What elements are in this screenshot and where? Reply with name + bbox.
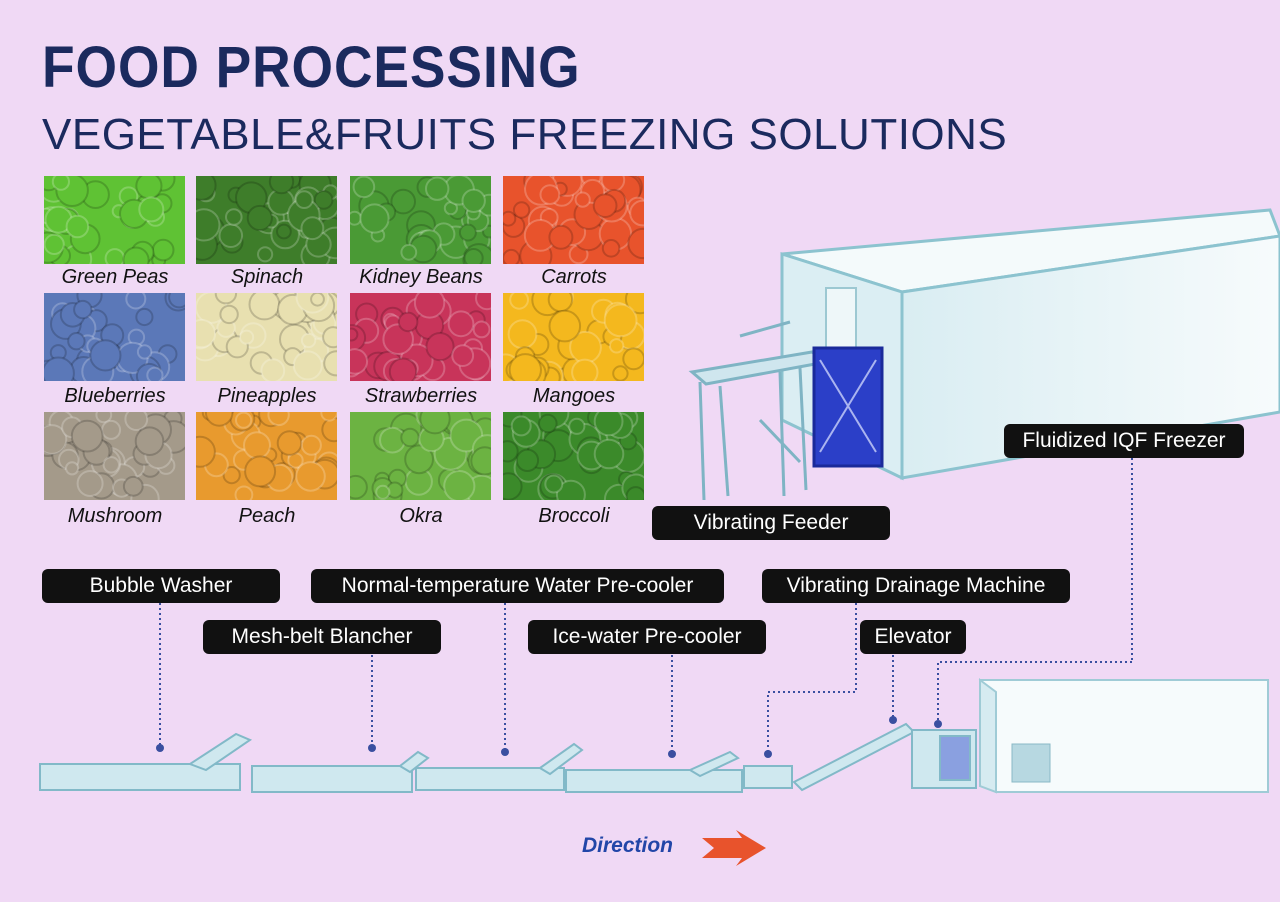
- product-image-kidney-beans: [350, 176, 491, 264]
- product-label: Kidney Beans: [359, 266, 483, 288]
- product-image-spinach: [196, 176, 337, 264]
- product-label: Mangoes: [532, 385, 616, 407]
- product-image-okra: [350, 412, 491, 500]
- label-mesh-belt-blancher: Mesh-belt Blancher: [203, 620, 441, 654]
- product-image-peach: [196, 412, 337, 500]
- product-image-blueberries: [44, 293, 185, 381]
- product-image-strawberries: [350, 293, 491, 381]
- product-label: Broccoli: [538, 505, 610, 527]
- product-label: Okra: [399, 505, 443, 527]
- product-image-mangoes: [503, 293, 644, 381]
- product-image-green-peas: [44, 176, 185, 264]
- product-label: Peach: [238, 505, 296, 527]
- leader-dots: [156, 716, 942, 758]
- label-elevator: Elevator: [860, 620, 966, 654]
- leader-lines: [159, 458, 1133, 752]
- product-image-broccoli: [503, 412, 644, 500]
- product-label: Mushroom: [67, 505, 163, 527]
- product-label: Strawberries: [364, 385, 478, 407]
- processing-line-machines: [39, 722, 977, 793]
- product-image-carrots: [503, 176, 644, 264]
- direction-label: Direction: [582, 834, 674, 857]
- label-fluidized-iqf-freezer: Fluidized IQF Freezer: [1004, 424, 1244, 458]
- freezer-small-illustration: [978, 678, 1269, 794]
- product-label: Blueberries: [64, 385, 166, 407]
- product-image-pineapples: [196, 293, 337, 381]
- product-label: Green Peas: [61, 266, 169, 288]
- product-label: Spinach: [230, 266, 304, 288]
- product-label: Carrots: [541, 266, 607, 288]
- product-image-mushroom: [44, 412, 185, 500]
- label-vibrating-feeder: Vibrating Feeder: [652, 506, 890, 540]
- direction-arrow-icon: [702, 830, 766, 866]
- vibrating-feeder-illustration: [688, 320, 884, 501]
- product-label: Pineapples: [217, 385, 317, 407]
- label-bubble-washer: Bubble Washer: [42, 569, 280, 603]
- page-subtitle: VEGETABLE&FRUITS FREEZING SOLUTIONS: [42, 110, 1008, 159]
- label-ice-water-precooler: Ice-water Pre-cooler: [528, 620, 766, 654]
- label-normal-temp-precooler: Normal-temperature Water Pre-cooler: [311, 569, 724, 603]
- label-vibrating-drainage-machine: Vibrating Drainage Machine: [762, 569, 1070, 603]
- page-title: FOOD PROCESSING: [42, 35, 581, 100]
